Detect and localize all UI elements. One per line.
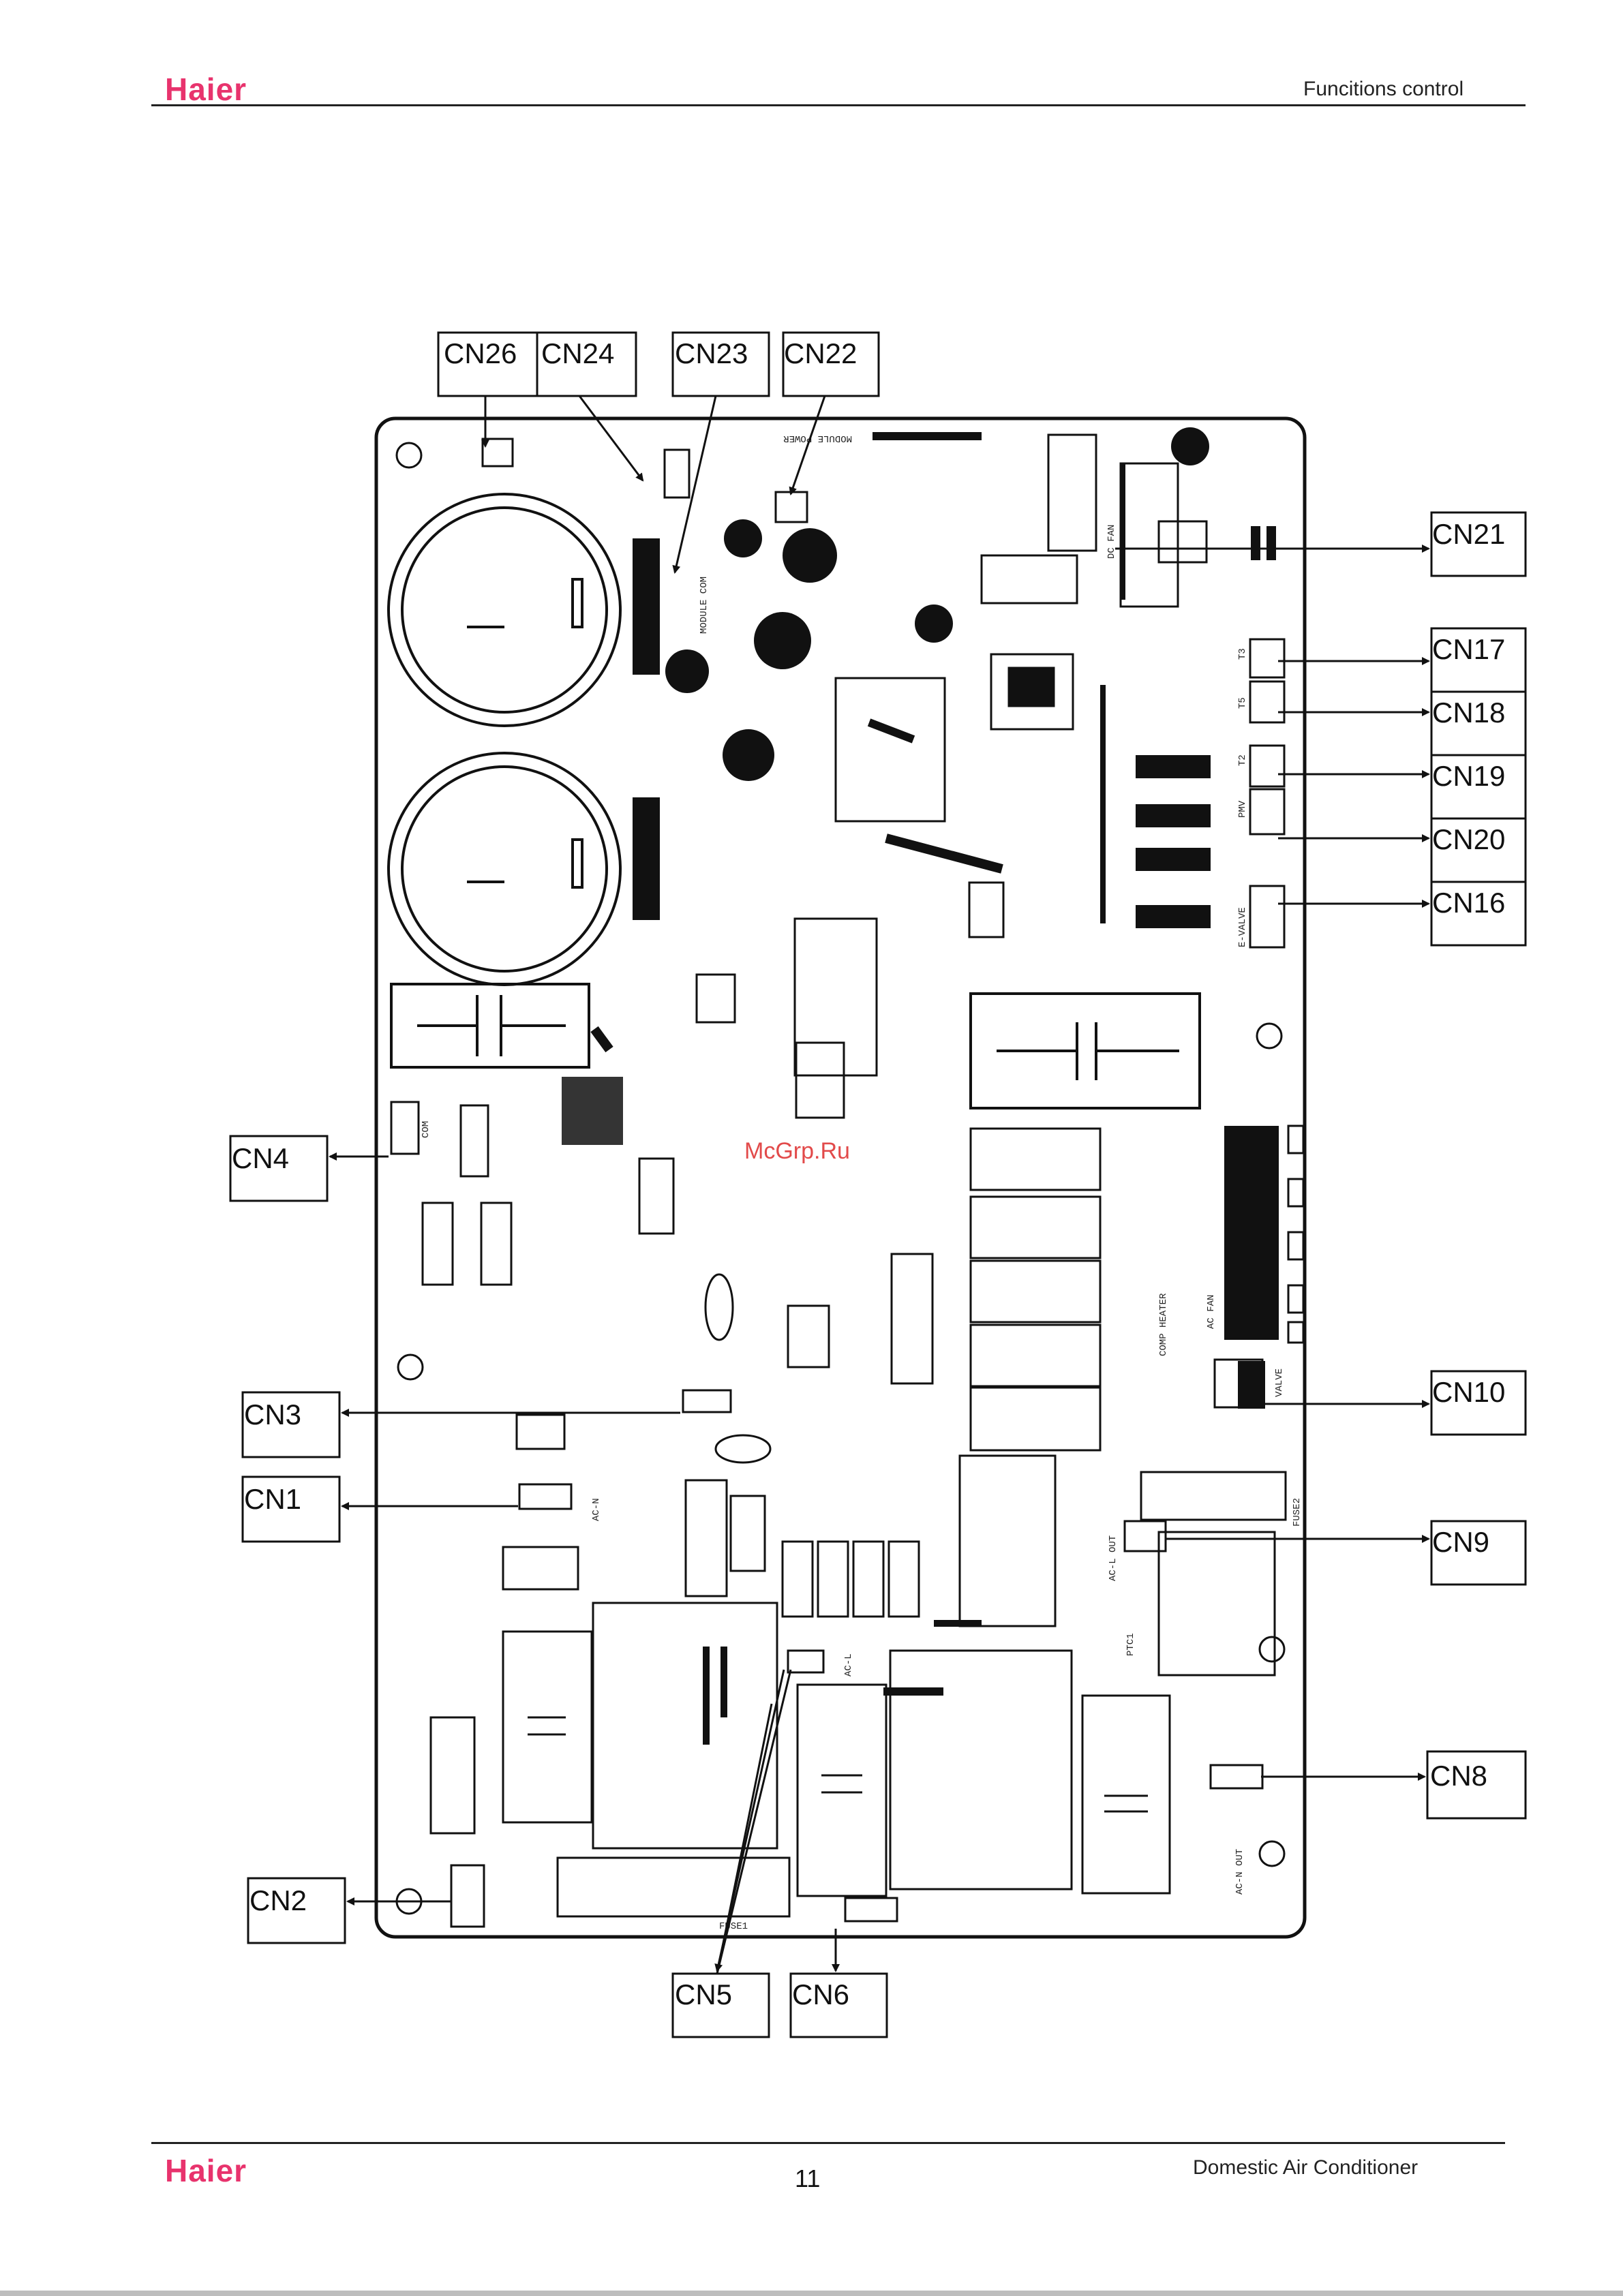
callout-boxes xyxy=(230,333,1526,2037)
silk-valve: VALVE xyxy=(1274,1368,1285,1397)
cap-bar-1 xyxy=(633,538,660,675)
callout-cn3: CN3 xyxy=(244,1398,301,1430)
terminal-block-cn12 xyxy=(1224,1126,1279,1340)
silk-ac-l: AC-L xyxy=(843,1653,854,1677)
callout-cn19: CN19 xyxy=(1432,760,1505,792)
silk-ac-n: AC-N xyxy=(591,1498,602,1521)
silk-dc-fan: DC FAN xyxy=(1106,525,1117,559)
small-parts xyxy=(461,883,1003,1463)
callout-cn21: CN21 xyxy=(1432,518,1505,550)
callout-cn16: CN16 xyxy=(1432,887,1505,919)
callout-cn9: CN9 xyxy=(1432,1526,1489,1558)
mounting-holes xyxy=(397,443,1284,1914)
silk-ptc1: PTC1 xyxy=(1125,1633,1136,1656)
watermark-text: McGrp.Ru xyxy=(744,1138,850,1164)
callout-cn10: CN10 xyxy=(1432,1376,1505,1408)
silk-comp-heater: COMP HEATER xyxy=(1158,1293,1169,1356)
page-number: 11 xyxy=(795,2164,820,2193)
callout-cn26: CN26 xyxy=(444,337,517,369)
transistors xyxy=(665,427,1209,781)
footer-brand-logo: Haier xyxy=(165,2152,247,2189)
footer-doc-title: Domestic Air Conditioner xyxy=(1193,2156,1418,2179)
power-module xyxy=(836,654,1073,821)
capacitor-c1 xyxy=(971,994,1200,1108)
silk-module-com: MODULE COM xyxy=(699,577,710,634)
callout-cn20: CN20 xyxy=(1432,823,1505,855)
terminal-block-cells xyxy=(1288,1126,1303,1343)
callout-cn22: CN22 xyxy=(784,337,857,369)
silk-ac-l-out: AC-L OUT xyxy=(1108,1535,1119,1581)
cn5-third-leader xyxy=(717,1704,772,1974)
bottom-band xyxy=(0,2291,1623,2296)
silk-ac-fan: AC FAN xyxy=(1206,1295,1217,1329)
callout-cn8: CN8 xyxy=(1430,1760,1487,1792)
y-capacitors xyxy=(423,1203,919,1617)
silk-t3: T3 xyxy=(1237,648,1248,660)
silk-e-valve: E-VALVE xyxy=(1237,907,1248,947)
callout-cn23: CN23 xyxy=(675,337,748,369)
silk-t5: T5 xyxy=(1237,697,1248,709)
cn5-second-leader xyxy=(717,1670,791,1974)
bulk-capacitors xyxy=(389,494,620,985)
callout-cn18: CN18 xyxy=(1432,697,1505,729)
callout-cn17: CN17 xyxy=(1432,633,1505,665)
rectifier-blocks xyxy=(1136,755,1211,928)
silk-t2: T2 xyxy=(1237,754,1248,766)
silk-fuse1: FUSE1 xyxy=(719,1921,748,1932)
callout-cn2: CN2 xyxy=(249,1884,307,1916)
callout-cn5: CN5 xyxy=(675,1978,732,2010)
mains-filter xyxy=(431,1480,1170,1916)
relays xyxy=(960,1129,1100,1626)
cap-bar-2 xyxy=(633,797,660,920)
footer-rule xyxy=(151,2142,1505,2144)
callout-cn6: CN6 xyxy=(792,1978,849,2010)
silk-pmv: PMV xyxy=(1237,800,1248,818)
pcb-board-outline xyxy=(376,418,1305,1937)
callout-cn24: CN24 xyxy=(541,337,614,369)
callout-labels: CN26 CN24 CN23 CN22 CN21 CN17 CN18 CN19 … xyxy=(232,337,1505,2010)
film-capacitor-cx6 xyxy=(391,984,589,1067)
connector-footprints xyxy=(391,439,1262,1927)
silk-module-power: MODULE POWER xyxy=(783,433,852,444)
silk-fuse2: FUSE2 xyxy=(1292,1498,1303,1527)
callout-cn1: CN1 xyxy=(244,1483,301,1515)
silk-ac-n-out: AC-N OUT xyxy=(1234,1849,1245,1895)
callout-cn4: CN4 xyxy=(232,1142,289,1174)
silk-com: COM xyxy=(421,1121,431,1138)
